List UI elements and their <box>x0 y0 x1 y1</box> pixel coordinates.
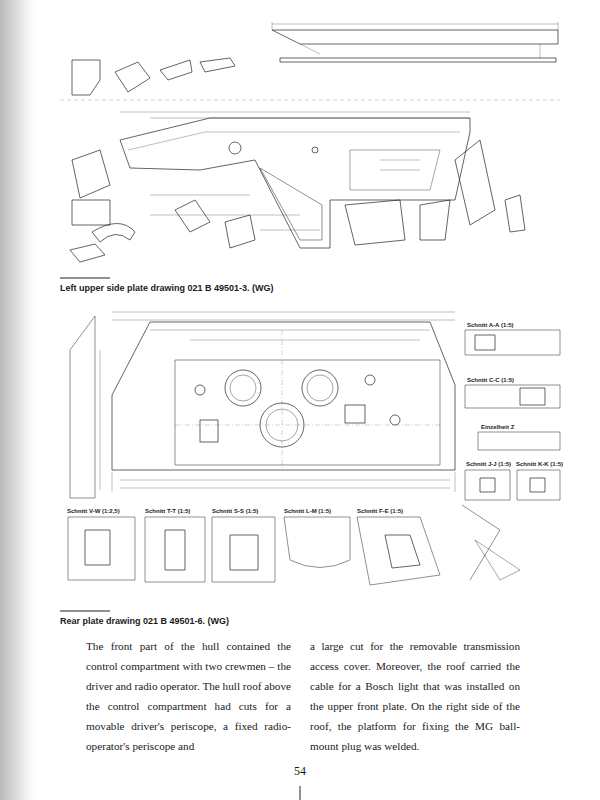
drawing-line <box>72 200 110 225</box>
drawing-line <box>365 375 375 385</box>
drawing-line <box>420 200 450 240</box>
rear-plate-drawing <box>68 312 560 585</box>
drawing-line <box>72 60 100 95</box>
drawing-line <box>480 478 545 492</box>
drawing-line <box>520 388 545 405</box>
drawing-line <box>120 112 470 118</box>
drawing-line <box>175 330 440 470</box>
drawing-line <box>475 335 495 350</box>
drawing-line <box>128 132 460 150</box>
drawing-line <box>465 470 510 500</box>
drawing-line <box>115 62 150 92</box>
section-label: Schnitt F-E (1:5) <box>356 508 404 515</box>
drawing-line <box>200 58 235 72</box>
drawing-line <box>357 517 440 585</box>
drawing-line <box>478 432 560 450</box>
drawing-line <box>390 415 400 425</box>
drawing-line <box>175 200 210 232</box>
drawing-line <box>70 244 105 262</box>
drawing-line <box>225 370 261 406</box>
drawing-line <box>475 540 520 580</box>
drawing-line <box>350 150 440 190</box>
drawing-line <box>112 322 455 470</box>
drawing-line <box>385 535 420 568</box>
section-label: Schnitt S-S (1:5) <box>211 508 259 515</box>
drawing-line <box>230 535 258 570</box>
drawing-line <box>200 420 218 442</box>
drawing-line <box>312 147 318 153</box>
figure-caption: Left upper side plate drawing 021 B 4950… <box>60 283 274 293</box>
drawing-line <box>70 316 95 498</box>
figure-caption: Rear plate drawing 021 B 49501-6. (WG) <box>60 616 229 626</box>
drawing-line <box>272 22 558 30</box>
drawing-line <box>112 472 455 492</box>
drawing-line <box>302 370 338 406</box>
drawing-line <box>145 517 205 582</box>
drawing-line <box>517 470 560 500</box>
drawing-line <box>280 58 556 62</box>
drawing-line <box>60 100 560 101</box>
drawing-line <box>272 30 558 44</box>
section-label: Schnitt J-J (1:5) <box>465 461 512 468</box>
side-plate-drawing <box>60 22 560 262</box>
drawing-line <box>465 385 560 408</box>
drawing-line <box>345 200 405 245</box>
section-label: Schnitt T-T (1:5) <box>144 508 191 515</box>
drawing-line <box>85 530 110 565</box>
drawing-line <box>300 44 540 58</box>
body-text: The front part of the hull contained the… <box>86 636 291 756</box>
section-label: Schnitt C-C (1:5) <box>466 377 515 384</box>
drawing-line <box>195 385 205 395</box>
drawing-line <box>505 195 525 232</box>
page-number: 54 <box>280 764 320 779</box>
body-text: a large cut for the removable transmissi… <box>310 636 520 756</box>
drawing-line <box>68 517 135 580</box>
drawing-line <box>455 140 495 225</box>
section-label: Schnitt A-A (1:5) <box>466 322 515 329</box>
page-edge-texture <box>0 0 40 800</box>
drawing-line <box>165 530 185 570</box>
section-label: Schnitt K-K (1:5) <box>515 461 564 468</box>
drawing-line <box>380 160 420 170</box>
detail-label: Einzelheit Z <box>480 424 515 431</box>
drawing-line <box>120 118 470 248</box>
drawing-line <box>72 150 110 198</box>
drawing-line <box>92 224 135 243</box>
drawing-line <box>112 312 455 330</box>
drawing-line <box>160 60 192 80</box>
drawing-line <box>175 360 440 465</box>
drawing-line <box>230 375 256 401</box>
section-label: Schnitt L-M (1:5) <box>283 508 332 515</box>
drawing-line <box>260 168 322 240</box>
drawing-line <box>229 142 241 154</box>
drawing-line <box>465 330 560 355</box>
page-number-rule <box>300 786 301 800</box>
drawing-line <box>225 215 255 248</box>
drawing-line <box>462 505 500 580</box>
drawing-line <box>212 517 275 582</box>
caption-rule <box>60 610 110 611</box>
drawing-line <box>284 517 350 568</box>
caption-rule <box>60 277 110 278</box>
drawing-line <box>150 195 320 230</box>
section-label: Schnitt V-W (1:2,5) <box>66 508 121 515</box>
drawing-line <box>100 340 420 490</box>
drawing-line <box>307 375 333 401</box>
drawing-line <box>345 405 365 423</box>
